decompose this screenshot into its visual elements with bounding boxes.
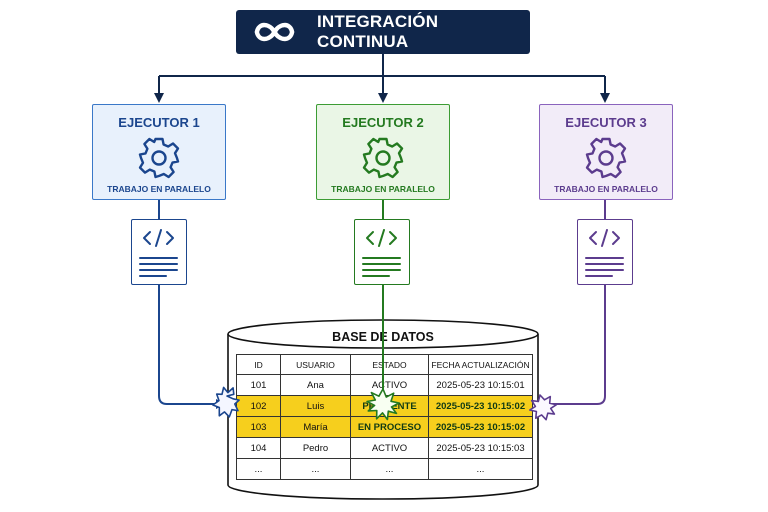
executor-title: EJECUTOR 2 (342, 115, 424, 130)
table-cell: ... (350, 458, 429, 480)
gear-icon (138, 137, 180, 179)
table-cell: Luis (280, 395, 351, 417)
table-row: ... ... ... ... (236, 458, 533, 480)
table-cell: 103 (236, 416, 281, 438)
executor-subtitle: TRABAJO EN PARALELO (554, 184, 658, 194)
collision-burst-center (366, 388, 400, 421)
executor-subtitle: TRABAJO EN PARALELO (107, 184, 211, 194)
table-cell: María (280, 416, 351, 438)
code-file-icon (362, 229, 401, 277)
code-document-2 (354, 219, 410, 285)
executor-title: EJECUTOR 1 (118, 115, 200, 130)
code-file-icon (139, 229, 178, 277)
executor-3: EJECUTOR 3 TRABAJO EN PARALELO (539, 104, 673, 200)
table-row: 101 Ana ACTIVO 2025-05-23 10:15:01 (236, 374, 533, 396)
table-cell: ... (428, 458, 533, 480)
code-file-icon (585, 229, 624, 277)
gear-icon (585, 137, 627, 179)
table-row: 104 Pedro ACTIVO 2025-05-23 10:15:03 (236, 437, 533, 459)
executor-2: EJECUTOR 2 TRABAJO EN PARALELO (316, 104, 450, 200)
code-document-1 (131, 219, 187, 285)
collision-burst-right (528, 394, 558, 421)
table-row-conflict: 103 María EN PROCESO 2025-05-23 10:15:02 (236, 416, 533, 438)
write-arrow-executor-3 (540, 285, 606, 409)
code-document-3 (577, 219, 633, 285)
ci-title: INTEGRACIÓN CONTINUA (316, 12, 439, 51)
column-header: USUARIO (280, 354, 351, 375)
executor-1: EJECUTOR 1 TRABAJO EN PARALELO (92, 104, 226, 200)
executor-subtitle: TRABAJO EN PARALELO (331, 184, 435, 194)
infinity-icon (254, 22, 295, 42)
table-cell: 102 (236, 395, 281, 417)
write-arrow-executor-1 (158, 285, 226, 409)
table-cell: 2025-05-23 10:15:02 (428, 395, 533, 417)
collision-burst-left (212, 386, 240, 418)
database-table: ID USUARIO ESTADO FECHA ACTUALIZACIÓN 10… (236, 354, 533, 480)
ci-header: INTEGRACIÓN CONTINUA (236, 10, 530, 54)
executor-title: EJECUTOR 3 (565, 115, 647, 130)
gear-icon (362, 137, 404, 179)
